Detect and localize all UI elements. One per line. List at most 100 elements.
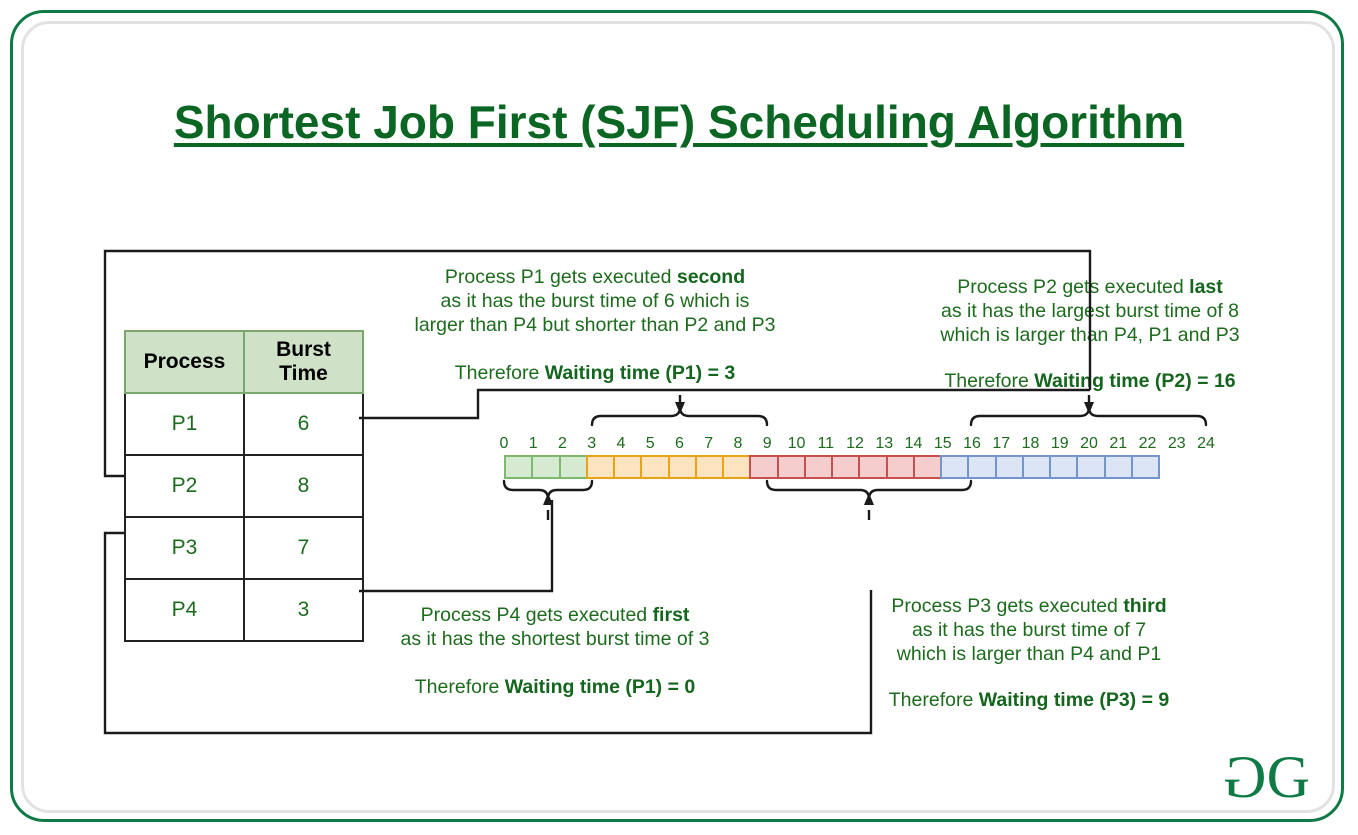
gantt-tick-3: 3 [587, 435, 597, 452]
cell-process-p3: P3 [124, 516, 245, 580]
burst-label-line2: Time [279, 362, 328, 385]
gantt-chart [504, 455, 1206, 479]
gantt-segment-p3 [749, 455, 942, 479]
annotation-p2-line3: which is larger than P4, P1 and P3 [940, 324, 1240, 346]
gantt-tick-6: 6 [675, 435, 684, 452]
annotation-p4: Process P4 gets executed first as it has… [385, 603, 725, 699]
gantt-tick-15: 15 [933, 435, 952, 452]
annotation-p1-line1: Process P1 gets executed second [393, 265, 797, 289]
gantt-tick-13: 13 [875, 435, 894, 452]
gantt-cell [912, 455, 942, 479]
gantt-cell [776, 455, 806, 479]
annotation-p2-order: last [1189, 276, 1223, 298]
gantt-tick-10: 10 [787, 435, 806, 452]
gantt-segment-p4 [504, 455, 588, 479]
annotation-p1-line2: as it has the burst time of 6 which is [440, 290, 750, 312]
gantt-tick-7: 7 [704, 435, 714, 452]
cell-process-p4: P4 [124, 578, 245, 642]
cell-burst-p2: 8 [243, 454, 364, 518]
spacer [385, 651, 725, 675]
logo-glyph-mirrored-g: G [1223, 744, 1267, 810]
annotation-p3-line3: which is larger than P4 and P1 [896, 643, 1162, 665]
gantt-tick-20: 20 [1080, 435, 1098, 452]
gantt-tick-11: 11 [817, 435, 835, 452]
gantt-tick-24: 24 [1197, 435, 1215, 452]
waiting-time-p3: Waiting time (P3) = 9 [978, 689, 1170, 711]
gantt-cell [831, 455, 861, 479]
annotation-p2: Process P2 gets executed last as it has … [925, 275, 1255, 393]
annotation-p1: Process P1 gets executed second as it ha… [393, 265, 797, 385]
table-row: P3 7 [124, 516, 364, 580]
inner-border [21, 21, 1335, 813]
outer-border [10, 10, 1344, 822]
annotation-p2-waiting: Therefore Waiting time (P2) = 16 [925, 369, 1255, 393]
annotation-p3-waiting: Therefore Waiting time (P3) = 9 [873, 688, 1185, 712]
annotation-p4-line1-text: Process P4 gets executed [420, 604, 653, 626]
gantt-cell [1049, 455, 1079, 479]
annotation-p1-line3: larger than P4 but shorter than P2 and P… [414, 314, 776, 336]
cell-burst-p1: 6 [243, 392, 364, 456]
spacer [873, 666, 1185, 688]
process-burst-table: Process Burst Time P1 6 P2 8 P3 7 P4 3 [124, 330, 364, 642]
annotation-p2-line1: Process P2 gets executed last [925, 275, 1255, 299]
waiting-time-p4: Waiting time (P1) = 0 [504, 676, 696, 698]
annotation-p1-waiting: Therefore Waiting time (P1) = 3 [393, 361, 797, 385]
gantt-cell [994, 455, 1024, 479]
spacer [393, 337, 797, 361]
geeksforgeeks-logo: GG [1223, 744, 1310, 810]
annotation-p4-line1: Process P4 gets executed first [385, 603, 725, 627]
annotation-p4-waiting: Therefore Waiting time (P1) = 0 [385, 675, 725, 699]
gantt-cell [940, 455, 970, 479]
gantt-cell [967, 455, 997, 479]
therefore-label: Therefore [944, 370, 1035, 392]
gantt-tick-2: 2 [558, 435, 567, 452]
column-header-process: Process [124, 330, 245, 394]
gantt-cell [1130, 455, 1160, 479]
gantt-cell [694, 455, 724, 479]
therefore-label: Therefore [888, 689, 979, 711]
gantt-tick-0: 0 [499, 435, 509, 452]
annotation-p4-line2: as it has the shortest burst time of 3 [400, 628, 710, 650]
cell-burst-p4: 3 [243, 578, 364, 642]
gantt-cell [667, 455, 697, 479]
gantt-tick-17: 17 [992, 435, 1011, 452]
table-row: P1 6 [124, 392, 364, 456]
annotation-p3: Process P3 gets executed third as it has… [873, 594, 1185, 712]
gantt-cell [1103, 455, 1133, 479]
gantt-tick-22: 22 [1138, 435, 1157, 452]
gantt-tick-21: 21 [1109, 435, 1128, 452]
annotation-p3-order: third [1123, 595, 1167, 617]
annotation-p2-line2: as it has the largest burst time of 8 [940, 300, 1240, 322]
cell-process-p1: P1 [124, 392, 245, 456]
gantt-cell [722, 455, 752, 479]
burst-label-line1: Burst [276, 338, 331, 362]
gantt-cell [1076, 455, 1106, 479]
annotation-p1-order: second [676, 266, 746, 288]
column-header-burst-time: Burst Time [243, 330, 364, 394]
gantt-segment-p1 [585, 455, 752, 479]
cell-burst-p3: 7 [243, 516, 364, 580]
annotation-p3-line2: as it has the burst time of 7 [911, 619, 1147, 641]
annotation-p3-line1-text: Process P3 gets executed [891, 595, 1124, 617]
gantt-cell [885, 455, 915, 479]
gantt-cell [858, 455, 888, 479]
annotation-p3-line1: Process P3 gets executed third [873, 594, 1185, 618]
gantt-tick-4: 4 [616, 435, 626, 452]
waiting-time-p2: Waiting time (P2) = 16 [1034, 370, 1236, 392]
table-row: P2 8 [124, 454, 364, 518]
therefore-label: Therefore [454, 362, 545, 384]
gantt-tick-23: 23 [1167, 435, 1186, 452]
gantt-tick-1: 1 [528, 435, 538, 452]
gantt-cell [504, 455, 534, 479]
gantt-cell [531, 455, 561, 479]
waiting-time-p1: Waiting time (P1) = 3 [544, 362, 736, 384]
gantt-cell [613, 455, 643, 479]
gantt-tick-8: 8 [733, 435, 743, 452]
gantt-tick-19: 19 [1050, 435, 1069, 452]
annotation-p2-line1-text: Process P2 gets executed [957, 276, 1190, 298]
gantt-tick-12: 12 [846, 435, 864, 452]
table-row: P4 3 [124, 578, 364, 642]
gantt-tick-18: 18 [1021, 435, 1040, 452]
